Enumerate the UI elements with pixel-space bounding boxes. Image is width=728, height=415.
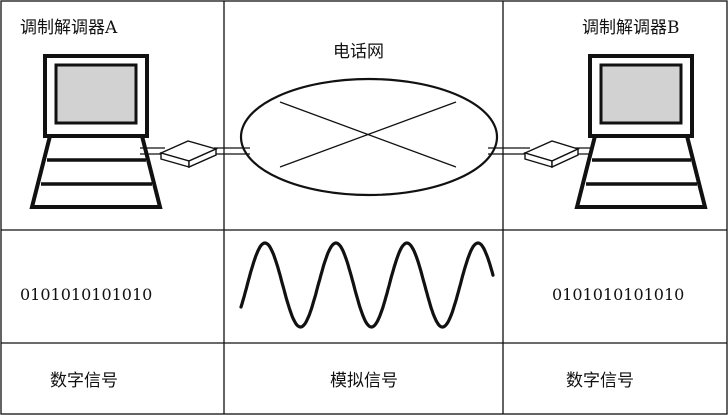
network-label: 电话网 — [333, 42, 384, 62]
computer-base — [574, 134, 708, 209]
network-cross-line — [279, 101, 457, 168]
digital-signal-right-label: 数字信号 — [566, 371, 634, 391]
monitor-screen — [599, 63, 683, 125]
modem-b-label: 调制解调器B — [582, 18, 680, 38]
digital-signal-left-label: 数字信号 — [50, 371, 118, 391]
modem-box-icon — [522, 140, 580, 169]
computer-icon — [29, 54, 163, 209]
phone-network-ellipse — [239, 77, 499, 197]
modem-box-icon — [158, 140, 219, 169]
analog-signal-label: 模拟信号 — [330, 371, 398, 391]
monitor-screen — [54, 63, 138, 125]
bits-left-label: 0101010101010 — [20, 285, 153, 304]
bits-right-label: 0101010101010 — [552, 285, 685, 304]
modem-a-label: 调制解调器A — [20, 18, 118, 38]
sine-wave — [239, 241, 495, 329]
computer-base — [29, 134, 163, 209]
computer-icon — [574, 54, 708, 209]
